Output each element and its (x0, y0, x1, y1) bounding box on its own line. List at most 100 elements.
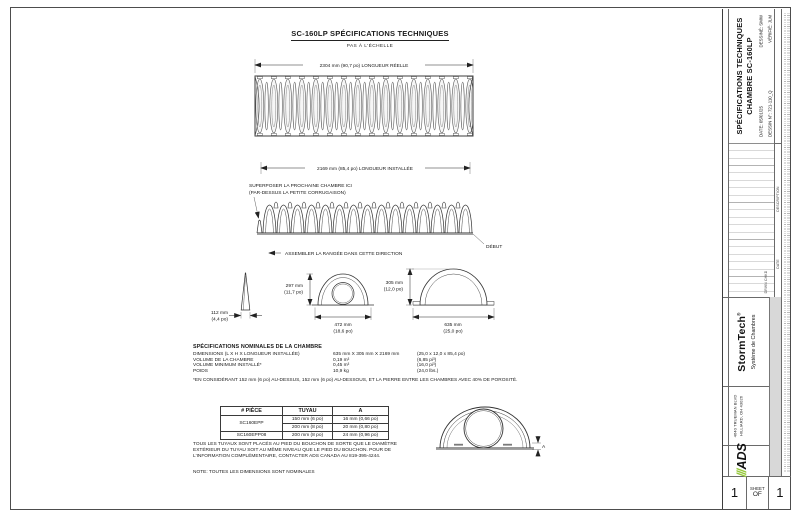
side-view-dimension: 2169 mm (85,4 po) LONGUEUR INSTALLÉE (260, 162, 471, 174)
checked-field: VÉRIFIÉ: JLM (767, 14, 772, 43)
cap-width-mm: 472 mm (334, 322, 351, 328)
disclaimer-microtext (783, 12, 787, 473)
stormtech-logo: StormTech® (736, 311, 748, 372)
date-drawn-row: DATE: 05/01/25 DESSINÉ: SMW (758, 15, 767, 137)
a-dim-label: A (542, 444, 546, 450)
start-label: DÉBUT (486, 243, 502, 250)
start-callout: DÉBUT (472, 233, 502, 250)
gray-band (769, 296, 781, 476)
chamber-height-mm: 305 mm (386, 280, 403, 286)
cross-sections-drawing: 112 mm (4,4 po) 297 mm (11,7 po) 472 mm … (211, 268, 495, 335)
sheet-of-cell: SHEET OF (747, 476, 768, 509)
table-row: SC160EPP08 200 mm (8 po) 24 mm (0,96 po) (220, 431, 389, 440)
address-line1: 4640 TRUEMAN BLVD (732, 394, 738, 437)
spec-row: VOLUME MINIMUM INSTALLÉ*0,45 m³(16,0 pi³… (193, 363, 523, 369)
cell-a: 20 mm (0,80 po) (332, 423, 389, 432)
strip-divider (723, 444, 769, 446)
end-width-in: (4,4 po) (211, 317, 228, 323)
ads-logo: ///ADS (735, 443, 749, 477)
page-title: SC-160LP SPÉCIFICATIONS TECHNIQUES (291, 29, 449, 41)
side-view-length-label: 2169 mm (85,4 po) LONGUEUR INSTALLÉE (317, 165, 413, 172)
strip-divider (746, 475, 747, 509)
header-piece: # PIÈCE (220, 406, 283, 416)
chamber-plan-view (254, 75, 474, 137)
page-header: SC-160LP SPÉCIFICATIONS TECHNIQUES PAS À… (240, 23, 500, 49)
spec-row: DIMENSIONS (L X H X LONGUEUR INSTALLÉE) 6… (193, 352, 523, 358)
parts-table-header-row: # PIÈCE TUYAU A (220, 406, 389, 416)
cap-width-in: (18,6 po) (333, 329, 353, 335)
spec-imperial: (16,0 pi³) (417, 363, 437, 369)
spec-imperial: (24,0 lbs.) (417, 368, 439, 374)
sheet-label: SHEET (750, 486, 765, 491)
chamber-width-in: (25,0 po) (443, 329, 463, 335)
assemble-note-label: ASSEMBLER LA RANGÉE DANS CETTE DIRECTION (285, 250, 403, 257)
strip-divider (781, 8, 782, 476)
revision-header-description: DESCRIPTION (775, 185, 780, 212)
disclaimer-microtext (787, 12, 791, 473)
overlap-callout: SUPERPOSER LA PROCHAINE CHAMBRE ICI (PAR… (249, 183, 352, 219)
top-view-drawing: 2304 mm (90,7 po) LONGUEUR RÉELLE (254, 59, 474, 137)
specs-rows: DIMENSIONS (L X H X LONGUEUR INSTALLÉE) 6… (193, 352, 523, 374)
spec-label: DIMENSIONS (L X H X LONGUEUR INSTALLÉE) (193, 352, 300, 357)
strip-divider (723, 296, 781, 299)
side-view-drawing: 2169 mm (85,4 po) LONGUEUR INSTALLÉE SUP… (249, 162, 502, 257)
title-strip: SPÉCIFICATIONS TECHNIQUES CHAMBRE SC-160… (722, 8, 791, 509)
strip-divider (768, 475, 769, 509)
endcap-section: 297 mm (11,7 po) 472 mm (18,6 po) (284, 273, 374, 335)
table-row: SC160EPP 150 mm (6 po) 16 mm (0,66 po) (220, 415, 389, 432)
header-tuyau: TUYAU (282, 406, 333, 416)
spec-label: VOLUME DE LA CHAMBRE (193, 357, 254, 363)
drawn-field: DESSINÉ: SMW (758, 14, 764, 47)
cap-height-mm: 297 mm (286, 283, 303, 289)
spec-label: POIDS (193, 368, 208, 374)
sheet-number-right: 1 (776, 484, 784, 500)
strip-divider (723, 385, 769, 387)
top-view-dimension: 2304 mm (90,7 po) LONGUEUR RÉELLE (254, 59, 474, 73)
endcap-with-pipe (436, 406, 534, 450)
date-field: DATE: 05/01/25 (758, 105, 764, 137)
spec-imperial: (25,0 x 12,0 x 85,4 po) (417, 352, 465, 357)
cell-tuyau: 200 mm (8 po) (282, 423, 333, 432)
assemble-direction-note: ASSEMBLER LA RANGÉE DANS CETTE DIRECTION (268, 250, 403, 257)
titleblock-title-line2: CHAMBRE SC-160LP (745, 36, 754, 115)
titleblock-title-line1: SPÉCIFICATIONS TECHNIQUES (735, 17, 744, 134)
cell-piece: SC160EPP08 (220, 431, 283, 440)
chamber-width-mm: 635 mm (444, 322, 461, 328)
chamber-profile (256, 201, 473, 235)
end-profile-section: 112 mm (4,4 po) (211, 272, 262, 323)
cell-a: 24 mm (0,96 po) (332, 431, 389, 440)
revision-header-drwn-chkd: DRWN CHKD (764, 270, 768, 293)
cell-piece: SC160EPP (220, 415, 283, 432)
spec-label: VOLUME MINIMUM INSTALLÉ* (193, 363, 262, 369)
header-a: A (332, 406, 389, 416)
page-subtitle: PAS À L'ÉCHELLE (346, 43, 394, 49)
parts-table: # PIÈCE TUYAU A SC160EPP 150 mm (6 po) 1… (220, 406, 389, 440)
address-line2: HILLIARD, OH 43026 (738, 395, 743, 436)
dwg-number-field: DESSIN N°: 721-110_Q (767, 89, 772, 137)
base-marking (454, 443, 463, 446)
strip-divider (728, 8, 729, 476)
ads-logo-text: ADS (735, 442, 749, 470)
titleblock-title: SPÉCIFICATIONS TECHNIQUES CHAMBRE SC-160… (735, 17, 755, 134)
endcap-detail-drawing: A (436, 406, 546, 457)
cell-tuyau: 150 mm (6 po) (282, 415, 333, 424)
base-marking (503, 443, 512, 446)
end-width-mm: 112 mm (211, 310, 228, 316)
cap-height-in: (11,7 po) (284, 290, 303, 296)
top-view-length-label: 2304 mm (90,7 po) LONGUEUR RÉELLE (320, 62, 409, 69)
spec-imperial: (6,85 pi³) (417, 357, 437, 363)
spec-metric: 635 mm X 305 mm X 2169 mm (333, 352, 400, 357)
revision-header-date: DATE (775, 258, 780, 269)
callout-line2: (PAR-DESSUS LA PETITE CORRUGAISON) (249, 190, 346, 196)
strip-divider (723, 475, 791, 477)
titleblock-fields: DATE: 05/01/25 DESSINÉ: SMW DESSIN N°: 7… (758, 15, 775, 137)
nominal-note: NOTE: TOUTES LES DIMENSIONS SONT NOMINAL… (193, 470, 315, 475)
specs-block: SPÉCIFICATIONS NOMINALES DE LA CHAMBRE D… (193, 344, 523, 384)
specs-footnote: *EN CONSIDÉRANT 152 mm (6 po) AU-DESSUS,… (193, 378, 518, 384)
sheet-number-left: 1 (730, 484, 739, 500)
cell-a: 16 mm (0,66 po) (332, 415, 389, 424)
notes-block: TOUS LES TUYAUX SONT PLACÉS AU PIED DU B… (193, 442, 398, 459)
